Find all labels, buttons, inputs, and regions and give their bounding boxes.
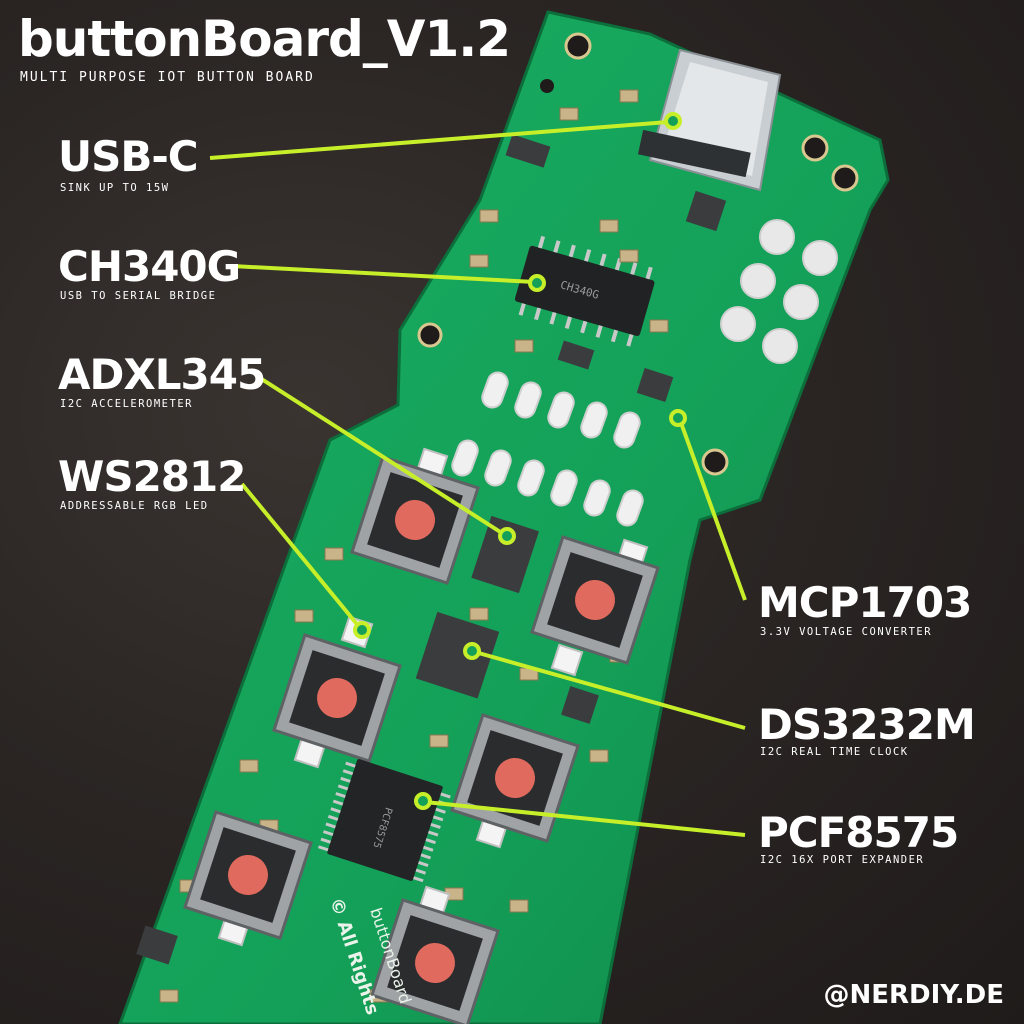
label-mcp1703: MCP1703 xyxy=(758,578,972,627)
slot-pads xyxy=(451,371,644,527)
callout-dots xyxy=(353,112,687,810)
label-ws2812: WS2812 xyxy=(58,452,246,501)
ch340g-chip: CH340G xyxy=(514,235,655,347)
social-handle: @NERDIY.DE xyxy=(823,980,1004,1010)
label-pcf8575: PCF8575 xyxy=(758,808,959,857)
desc-ch340g: USB TO SERIAL BRIDGE xyxy=(60,290,217,302)
desc-pcf8575: I2C 16X PORT EXPANDER xyxy=(760,854,925,866)
leader-ds3232m xyxy=(474,650,746,730)
leader-usb-c xyxy=(209,120,669,160)
smd-components xyxy=(136,134,727,965)
label-ds3232m: DS3232M xyxy=(758,700,976,749)
usb-c-connector xyxy=(637,48,782,192)
desc-mcp1703: 3.3V VOLTAGE CONVERTER xyxy=(760,626,933,638)
leader-ws2812 xyxy=(240,482,362,630)
desc-ds3232m: I2C REAL TIME CLOCK xyxy=(760,746,909,758)
label-adxl345: ADXL345 xyxy=(58,350,266,399)
label-ch340g: CH340G xyxy=(58,242,241,291)
tactile-buttons xyxy=(183,455,660,1024)
desc-usb-c: SINK UP TO 15W xyxy=(60,182,170,194)
callout-leaders xyxy=(209,120,747,837)
leader-adxl345 xyxy=(258,376,507,537)
leader-mcp1703 xyxy=(678,419,747,601)
leader-ch340g xyxy=(231,264,536,284)
label-usb-c: USB-C xyxy=(58,132,199,181)
pcf8575-chip: PCF8575 xyxy=(318,759,451,883)
pcb-board xyxy=(118,10,890,1024)
page-title: buttonBoard_V1.2 xyxy=(18,10,511,68)
leader-pcf8575 xyxy=(424,800,746,837)
desc-adxl345: I2C ACCELEROMETER xyxy=(60,398,193,410)
page-subtitle: MULTI PURPOSE IOT BUTTON BOARD xyxy=(20,70,315,85)
desc-ws2812: ADDRESSABLE RGB LED xyxy=(60,500,209,512)
header-pads xyxy=(720,219,838,364)
